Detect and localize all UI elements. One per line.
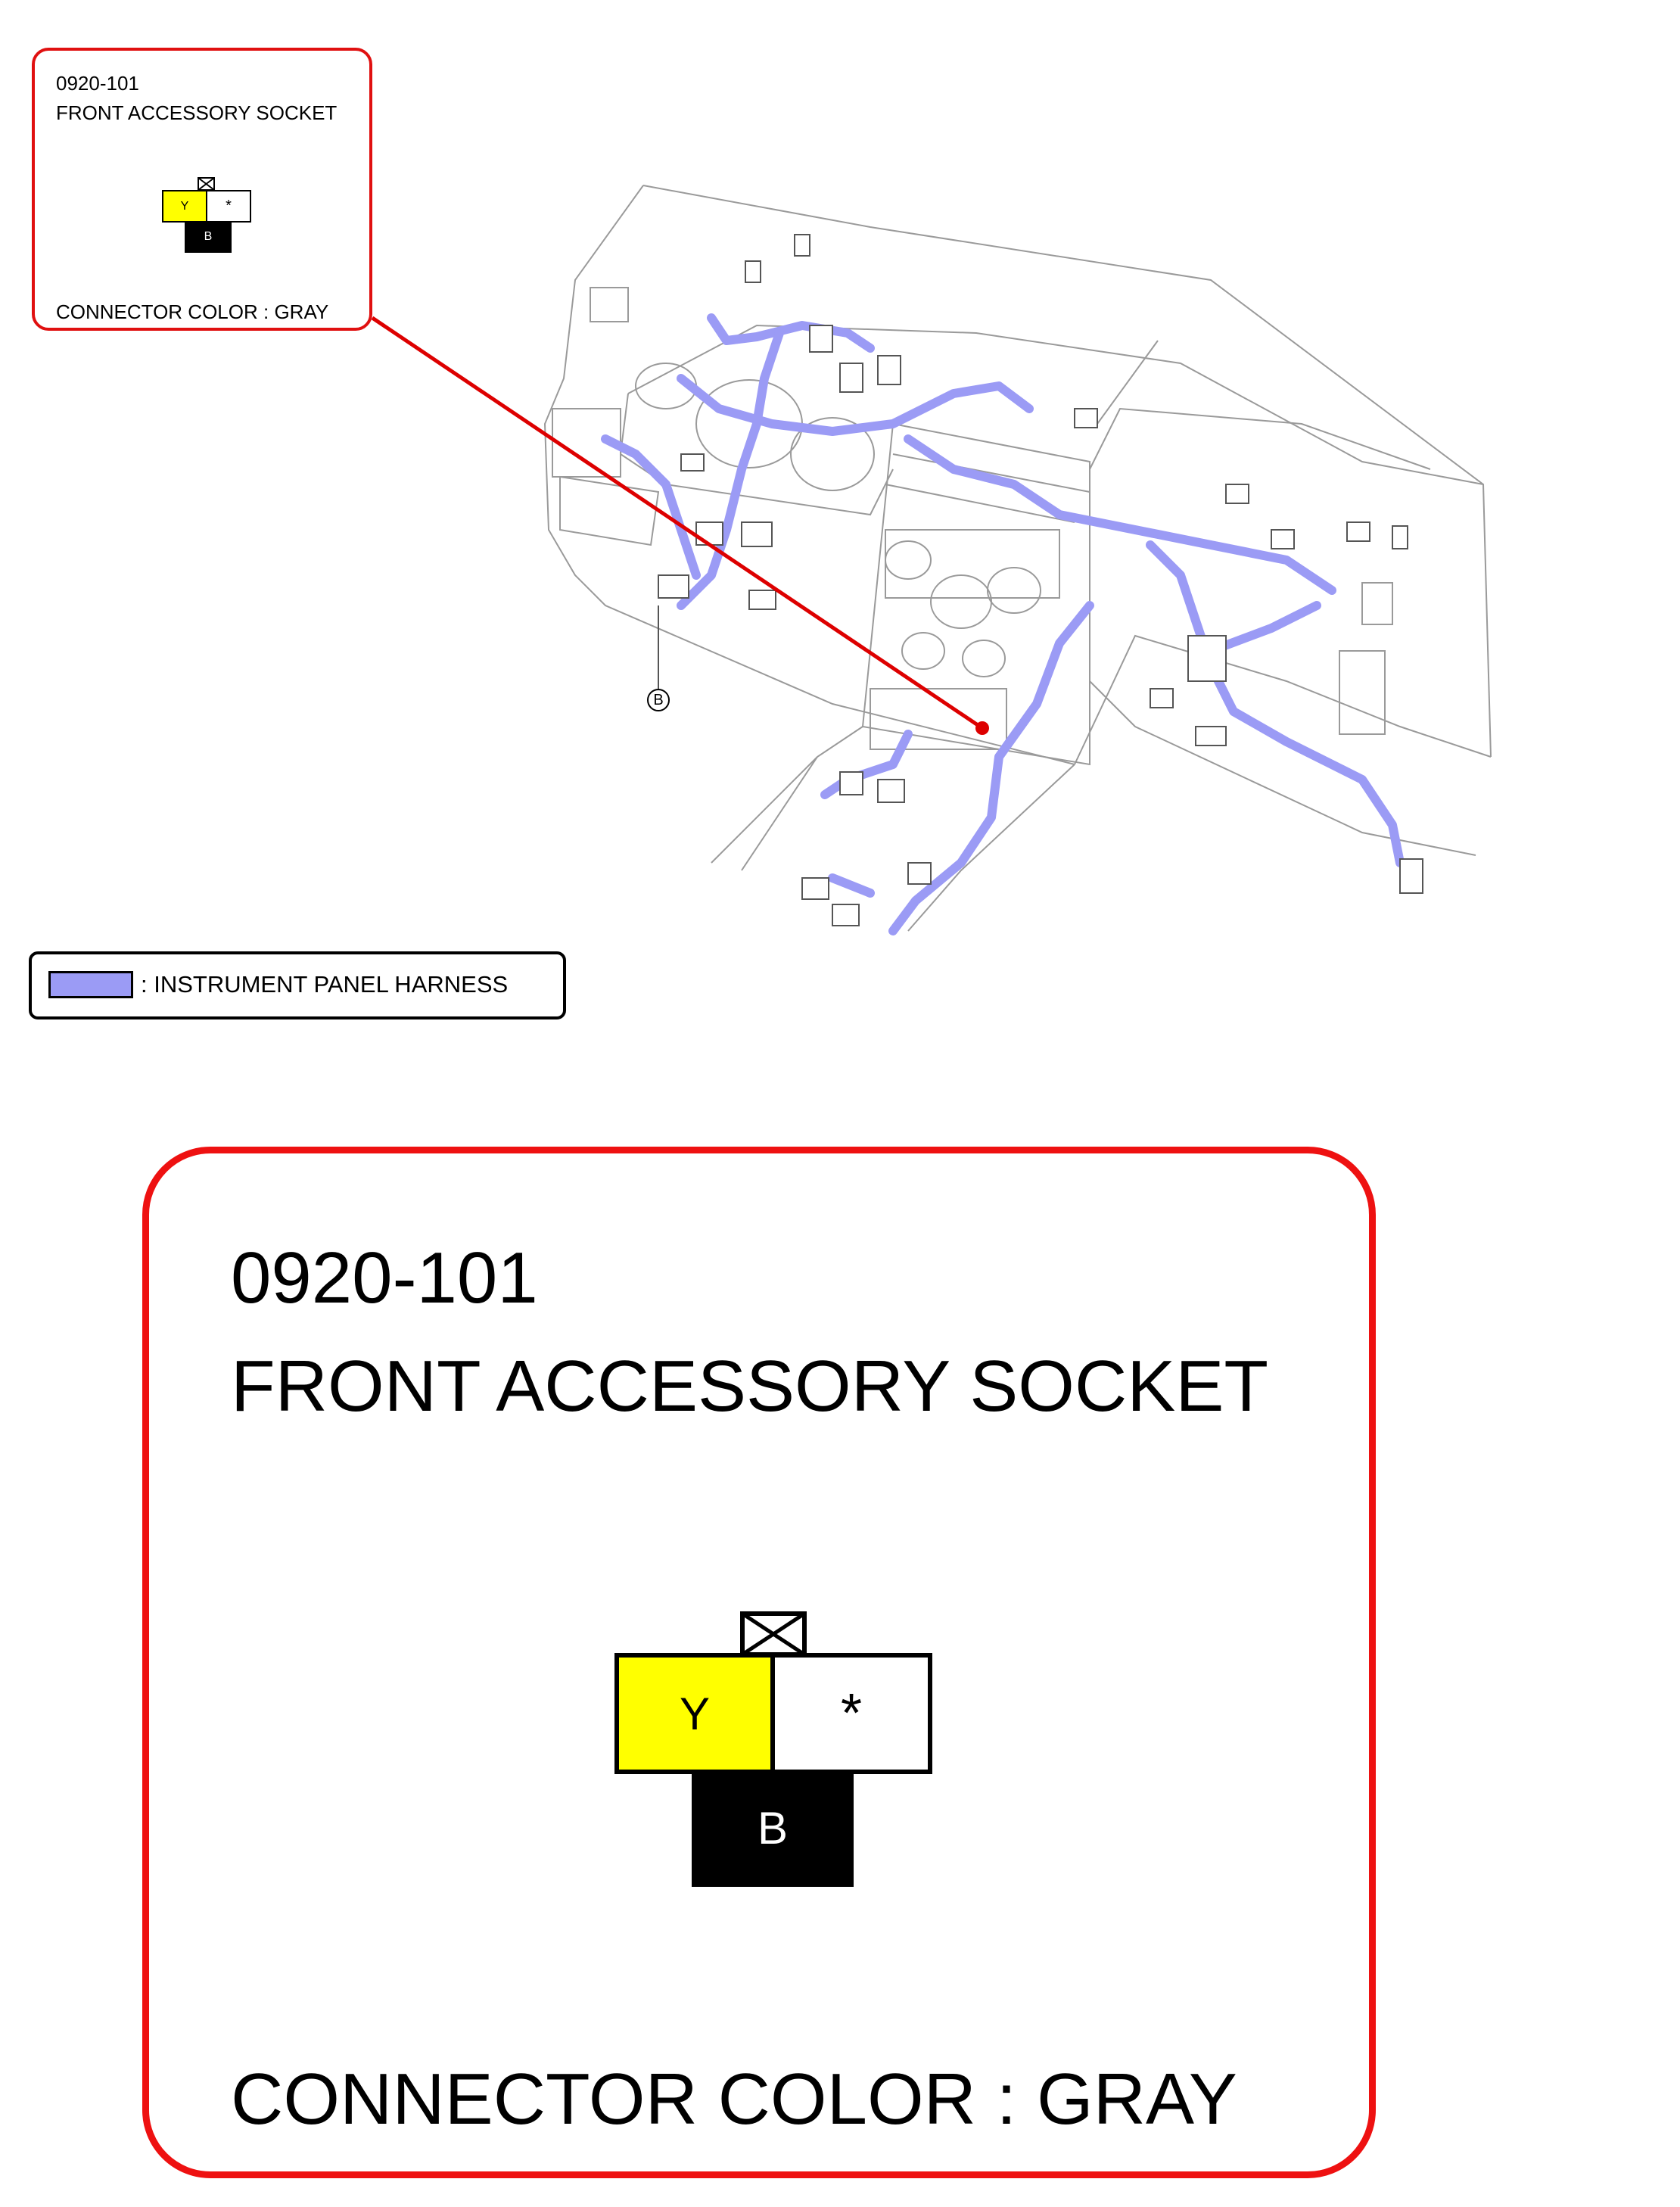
connector-color-large: CONNECTOR COLOR : GRAY — [231, 2059, 1237, 2140]
pin-1-label-large: Y — [679, 1688, 711, 1739]
connector-id: 0920-101 — [56, 72, 139, 95]
pin-1: Y — [162, 190, 207, 223]
connector-callout-large: 0920-101 FRONT ACCESSORY SOCKET Y * B CO… — [142, 1147, 1376, 2178]
connector-face-large: Y * B — [612, 1611, 935, 1887]
pin-3-label-large: B — [757, 1803, 789, 1854]
pin-2-label: * — [226, 198, 232, 214]
connector-face-small: Y * B — [160, 177, 253, 254]
locator-b-marker — [647, 605, 670, 711]
connector-id-large: 0920-101 — [231, 1237, 538, 1318]
harness-legend-swatch — [48, 971, 133, 998]
connector-callout-small: 0920-101 FRONT ACCESSORY SOCKET Y * B CO… — [32, 48, 372, 331]
pin-2: * — [206, 190, 251, 223]
lock-tab-icon — [198, 177, 215, 191]
leader-line — [371, 316, 989, 735]
pin-3-label: B — [204, 230, 213, 243]
pin-1-label: Y — [180, 199, 189, 213]
locator-b-label: B — [653, 691, 664, 708]
pin-3: B — [185, 221, 232, 253]
pin-2-label-large: * — [840, 1683, 863, 1744]
lock-tab-icon-large — [740, 1611, 807, 1657]
connector-name: FRONT ACCESSORY SOCKET — [56, 101, 338, 124]
harness-legend: : INSTRUMENT PANEL HARNESS — [29, 951, 566, 1019]
pin-3-large: B — [692, 1770, 854, 1887]
harness-connectors — [658, 234, 1423, 926]
dashboard-outline — [543, 185, 1492, 932]
instrument-panel-harness — [601, 313, 1405, 935]
connector-color: CONNECTOR COLOR : GRAY — [56, 300, 329, 323]
connector-name-large: FRONT ACCESSORY SOCKET — [231, 1346, 1268, 1427]
pin-2-large: * — [770, 1653, 932, 1774]
pin-1-large: Y — [614, 1653, 775, 1774]
harness-legend-label: : INSTRUMENT PANEL HARNESS — [141, 971, 509, 998]
